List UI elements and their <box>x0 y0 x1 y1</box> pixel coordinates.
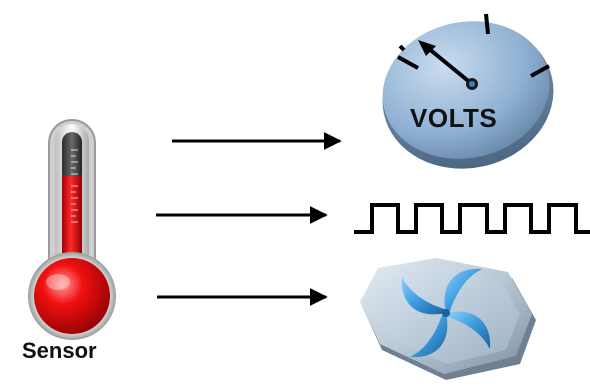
volts-label: VOLTS <box>410 103 498 133</box>
fan-icon <box>360 258 536 380</box>
voltmeter-gauge-icon <box>382 13 554 169</box>
thermometer-icon <box>28 119 116 340</box>
square-wave-icon <box>354 203 590 234</box>
sensor-label: Sensor <box>22 338 97 363</box>
